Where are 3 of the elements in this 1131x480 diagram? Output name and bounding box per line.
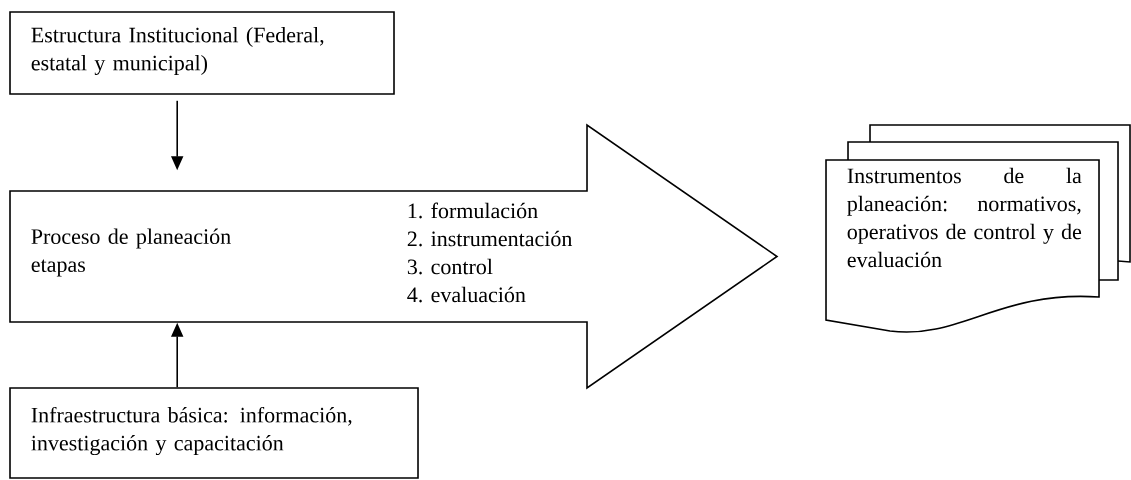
process-box: Estructura Institucional (Federal, estatal y municipal) [9,11,395,95]
process-box: Infraestructura básica: información, investigación y capacitación [9,387,419,479]
document-stack: Instrumentos de la planeación: normativos, operativos de control y de evaluación [825,124,1131,333]
